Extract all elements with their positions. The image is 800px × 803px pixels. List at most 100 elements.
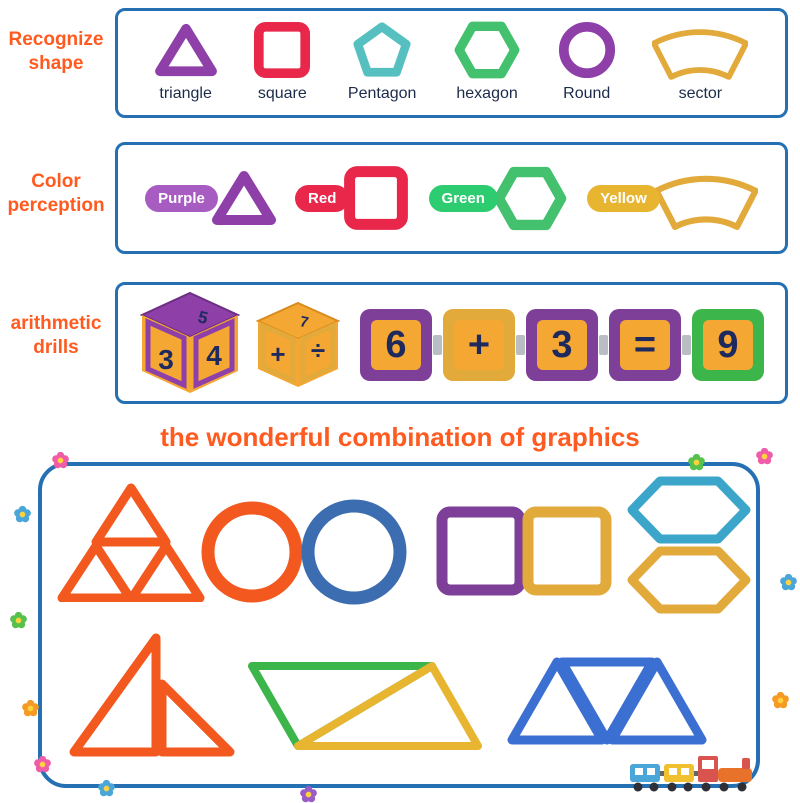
cube-top-number: 7 bbox=[298, 313, 310, 331]
square-icon bbox=[254, 21, 311, 79]
combo-hexagon-stack bbox=[627, 476, 751, 614]
equation-tile-plus: + bbox=[443, 309, 515, 381]
color-perception-panel: Purple Red Green Yellow bbox=[115, 142, 788, 254]
label-line: perception bbox=[7, 195, 105, 216]
equation-tile-9: 9 bbox=[692, 309, 764, 381]
tile-number: 6 bbox=[385, 323, 407, 366]
combo-square-pair bbox=[436, 506, 612, 596]
arithmetic-panel: 5 3 4 7 + ÷ 6 + 3 = 9 bbox=[115, 282, 788, 404]
sector-icon bbox=[652, 29, 749, 80]
tile-face: 6 bbox=[371, 320, 421, 370]
section-label-color: Color perception bbox=[0, 170, 112, 218]
tile-face: = bbox=[620, 320, 670, 370]
equation-tile-6: 6 bbox=[360, 309, 432, 381]
section-label-arithmetic: arithmetic drills bbox=[0, 312, 112, 360]
shape-name-label: Round bbox=[563, 85, 611, 102]
tile-number: = bbox=[633, 323, 657, 366]
arithmetic-cube-1: 5 3 4 bbox=[139, 291, 241, 393]
section-label-recognize: Recognize shape bbox=[0, 28, 112, 76]
shape-cell-square: square bbox=[253, 19, 311, 103]
pill-label: Green bbox=[441, 189, 485, 207]
flower-icon bbox=[52, 452, 69, 469]
combo-ring-pair bbox=[201, 499, 407, 605]
equation-tile-equals: = bbox=[609, 309, 681, 381]
flower-icon bbox=[10, 612, 27, 629]
tile-face: + bbox=[454, 320, 504, 370]
color-pill-red: Red bbox=[295, 184, 350, 212]
shape-holder bbox=[453, 19, 521, 81]
tile-number: 3 bbox=[551, 323, 573, 366]
shape-name-label: hexagon bbox=[456, 85, 518, 102]
flower-icon bbox=[756, 448, 773, 465]
tile-connector bbox=[433, 335, 442, 355]
shape-name-label: Pentagon bbox=[347, 85, 417, 102]
shape-holder bbox=[652, 19, 749, 81]
combo-split-triangle bbox=[69, 633, 235, 757]
label-line: arithmetic bbox=[10, 313, 102, 334]
flower-icon bbox=[22, 700, 39, 717]
cube-face-number: 3 bbox=[158, 344, 174, 375]
label-line: Recognize bbox=[8, 29, 104, 50]
shape-cell-hexagon: hexagon bbox=[453, 19, 521, 103]
page-title: the wonderful combination of graphics bbox=[160, 422, 640, 452]
hexagon-icon bbox=[454, 21, 520, 79]
circle-icon bbox=[558, 21, 615, 79]
shape-holder bbox=[154, 19, 217, 81]
flower-icon bbox=[98, 780, 115, 797]
cube-face-number: ÷ bbox=[311, 335, 325, 365]
tile-connector bbox=[516, 335, 525, 355]
color-pair-purple: Purple bbox=[145, 169, 276, 227]
recognize-shape-panel: triangle square Pentagon hexagon Round s… bbox=[115, 8, 788, 118]
shape-cell-round: Round bbox=[558, 19, 616, 103]
flower-icon bbox=[688, 454, 705, 471]
cube-face-number: + bbox=[270, 339, 285, 369]
combo-triangle-pyramid bbox=[57, 483, 205, 602]
equation-tiles-row: 6 + 3 = 9 bbox=[360, 309, 764, 381]
shape-holder bbox=[558, 19, 616, 81]
pentagon-icon bbox=[353, 22, 411, 77]
pill-label: Yellow bbox=[600, 189, 647, 207]
flower-icon bbox=[300, 786, 317, 803]
square-icon bbox=[344, 166, 409, 230]
shape-name-label: sector bbox=[678, 85, 723, 102]
tile-number: 9 bbox=[717, 323, 739, 366]
tile-connector bbox=[682, 335, 691, 355]
label-line: Color bbox=[31, 171, 81, 192]
combination-panel bbox=[38, 462, 760, 788]
shape-cell-pentagon: Pentagon bbox=[347, 19, 417, 103]
pill-label: Red bbox=[308, 189, 337, 207]
flower-icon bbox=[34, 756, 51, 773]
cube-face-number: 4 bbox=[206, 340, 222, 371]
shape-holder bbox=[253, 19, 311, 81]
combo-ramp-pair bbox=[248, 662, 482, 750]
label-line: drills bbox=[33, 337, 79, 358]
pill-label: Purple bbox=[158, 189, 205, 207]
shape-name-label: square bbox=[257, 85, 307, 102]
flower-icon bbox=[772, 692, 789, 709]
sector-icon bbox=[653, 175, 758, 230]
combo-triangle-trio bbox=[507, 657, 707, 745]
color-pair-yellow: Yellow bbox=[587, 166, 758, 230]
tile-face: 3 bbox=[537, 320, 587, 370]
shape-cell-sector: sector bbox=[652, 19, 749, 103]
tile-face: 9 bbox=[703, 320, 753, 370]
triangle-icon bbox=[211, 171, 276, 225]
train-icon bbox=[630, 756, 752, 792]
arithmetic-cube-2: 7 + ÷ bbox=[255, 301, 341, 387]
color-pill-purple: Purple bbox=[145, 184, 218, 212]
color-pair-red: Red bbox=[295, 165, 409, 231]
shape-cell-triangle: triangle bbox=[154, 19, 217, 103]
shape-name-label: triangle bbox=[159, 85, 212, 102]
triangle-icon bbox=[154, 23, 217, 77]
equation-tile-3: 3 bbox=[526, 309, 598, 381]
label-line: shape bbox=[28, 53, 84, 74]
hexagon-icon bbox=[493, 166, 567, 230]
flower-icon bbox=[14, 506, 31, 523]
shape-holder bbox=[351, 19, 413, 81]
color-pill-green: Green bbox=[428, 184, 498, 212]
cube-top-number: 5 bbox=[196, 307, 210, 328]
tile-number: + bbox=[467, 323, 491, 366]
tile-connector bbox=[599, 335, 608, 355]
color-pair-green: Green bbox=[428, 165, 568, 232]
flower-icon bbox=[780, 574, 797, 591]
